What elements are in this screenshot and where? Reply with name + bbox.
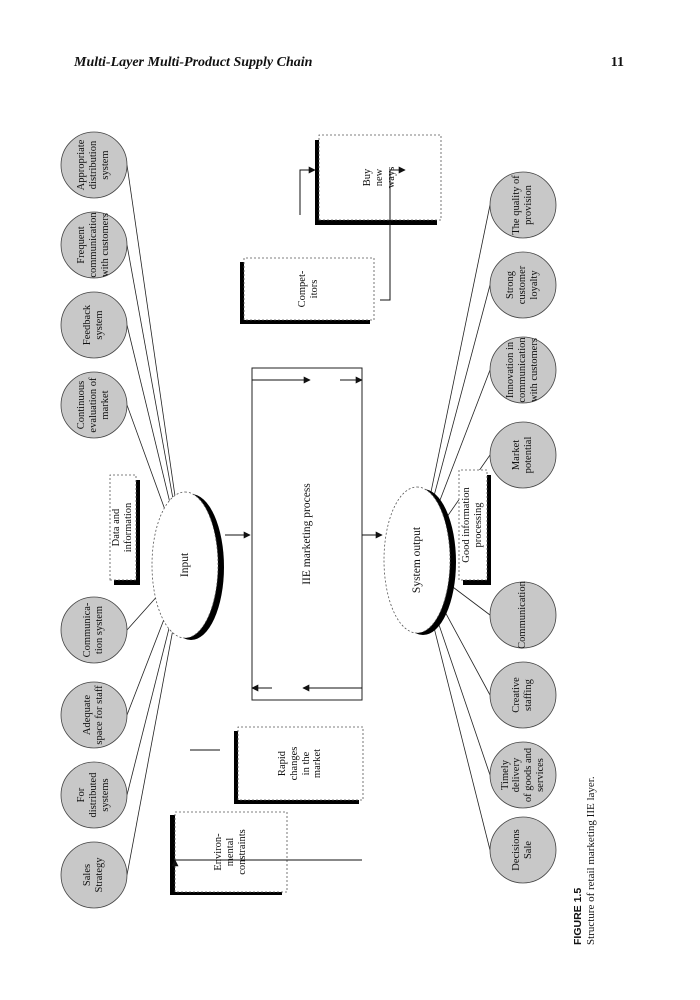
supply-chain-diagram: IIE marketing process Input System outpu… — [60, 110, 590, 910]
buy-new-ways-box — [315, 134, 442, 225]
center-box — [251, 367, 363, 701]
output-ellipse — [383, 486, 456, 635]
page-number: 11 — [610, 55, 624, 70]
output-circle — [489, 661, 557, 729]
output-circle — [489, 336, 557, 404]
data-info-box — [109, 474, 140, 585]
input-circle — [60, 371, 128, 439]
diagram-rotated-canvas: IIE marketing process Input System outpu… — [60, 110, 590, 910]
output-circle — [489, 171, 557, 239]
input-circle — [60, 761, 128, 829]
running-title: Multi-Layer Multi-Product Supply Chain — [74, 55, 313, 70]
input-circle — [60, 841, 128, 909]
output-circle — [489, 421, 557, 489]
rapid-changes-box — [234, 726, 364, 804]
environmental-box — [170, 811, 288, 895]
input-circle — [60, 596, 128, 664]
input-circles — [60, 131, 128, 909]
input-ellipse — [151, 491, 224, 640]
output-circles — [489, 171, 557, 884]
output-circle — [489, 251, 557, 319]
flow-arrows — [174, 166, 406, 864]
competitors-box — [240, 257, 375, 324]
figure-number: FIGURE 1.5 — [572, 887, 584, 945]
input-circle — [60, 681, 128, 749]
figure-caption-text: Structure of retail marketing IIE layer. — [585, 776, 598, 945]
diagram-graphics — [60, 131, 557, 909]
arrow-buy-to-competitors — [299, 166, 316, 215]
input-circle — [60, 291, 128, 359]
output-circle — [489, 741, 557, 809]
arrow-competitors-to-buy — [380, 166, 406, 301]
input-circle — [60, 211, 128, 279]
input-circle — [60, 131, 128, 199]
output-circle — [489, 581, 557, 649]
output-circle — [489, 816, 557, 884]
good-info-box — [458, 469, 491, 585]
